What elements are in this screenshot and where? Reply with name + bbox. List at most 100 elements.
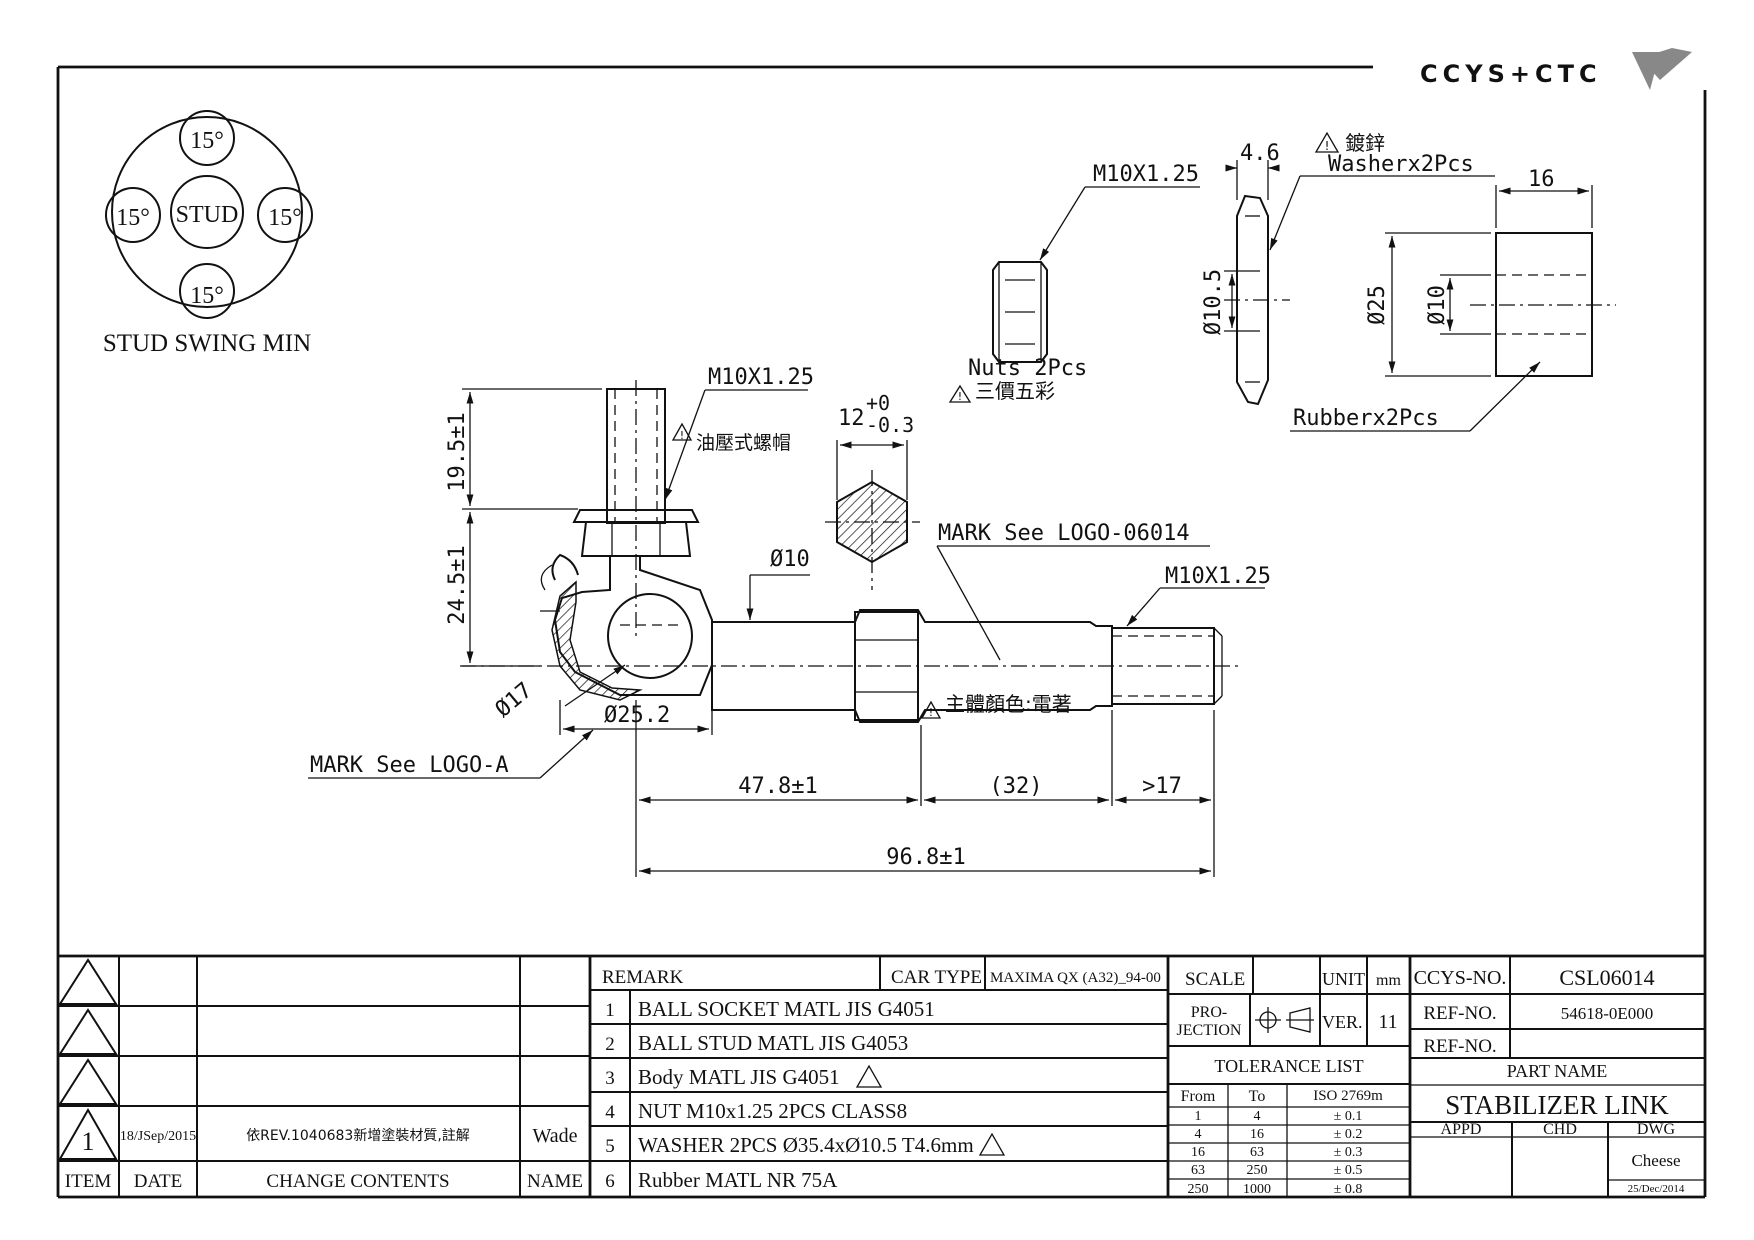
mark-logo-label: MARK See LOGO-06014	[938, 521, 1190, 546]
meta-table: SCALE UNIT mm PRO- JECTION VER. 11 TOLER…	[1168, 956, 1412, 1197]
swing-angle-top: 15°	[190, 128, 224, 154]
link-body-rod	[711, 609, 1113, 723]
tol-to: 63	[1250, 1145, 1264, 1160]
car-type-label: CAR TYPE	[891, 967, 982, 988]
main-dimensions: 19.5±1 24.5±1 M10X1.25 ! 油壓式螺帽 12 +0 -0.…	[308, 365, 1271, 877]
remark-no: 2	[605, 1034, 615, 1055]
scale-label: SCALE	[1185, 969, 1245, 990]
nut-thread-label: M10X1.25	[1093, 162, 1199, 187]
dim-hex-tol-dn: -0.3	[866, 413, 914, 437]
stud-label: STUD	[176, 202, 239, 228]
remark-text: Rubber MATL NR 75A	[638, 1168, 838, 1192]
swing-angle-left: 15°	[116, 205, 150, 231]
warning-icon	[855, 1064, 883, 1088]
tol-iso-header: ISO 2769m	[1313, 1088, 1383, 1104]
dim-height-upper: 19.5±1	[445, 412, 470, 491]
svg-text:!: !	[680, 429, 684, 442]
swing-angle-bottom: 15°	[190, 283, 224, 309]
revision-date: 18/JSep/2015	[120, 1129, 196, 1144]
tol-to-header: To	[1249, 1088, 1266, 1105]
rubber-qty-label: Rubberx2Pcs	[1293, 406, 1439, 431]
ccys-no-label: CCYS-NO.	[1414, 967, 1507, 989]
rubber-width: 16	[1528, 167, 1555, 192]
dim-length-1: 47.8±1	[738, 774, 817, 799]
remark-text: BALL STUD MATL JIS G4053	[638, 1031, 908, 1055]
washer-bore-diameter: Ø10.5	[1201, 269, 1226, 335]
swing-angle-right: 15°	[268, 205, 302, 231]
main-view	[460, 380, 1240, 723]
dim-rod-diameter: Ø10	[770, 547, 810, 572]
revision-marker-icon	[58, 1008, 118, 1055]
warning-icon	[978, 1132, 1006, 1156]
dim-total-length: 96.8±1	[886, 845, 965, 870]
warning-icon	[671, 422, 693, 441]
remark-text: Body MATL JIS G4051	[638, 1065, 840, 1089]
ref-no-label: REF-NO.	[1423, 1003, 1496, 1024]
rubber-detail: 16 Ø25 Ø10 Rubberx2Pcs	[1290, 167, 1616, 432]
warning-icon	[1314, 131, 1340, 153]
tol-value: ± 0.1	[1334, 1109, 1363, 1124]
warning-icon	[948, 384, 972, 403]
revision-contents: 依REV.1040683新增塗裝材質,註解	[246, 1127, 470, 1144]
projection-symbol-icon	[1255, 1007, 1314, 1033]
chd-label: CHD	[1543, 1121, 1577, 1138]
header-contents: CHANGE CONTENTS	[266, 1171, 449, 1192]
ref-no-value: 54618-0E000	[1561, 1004, 1654, 1023]
dim-thread-top: M10X1.25	[708, 365, 814, 390]
tol-from: 16	[1191, 1145, 1205, 1160]
washer-finish-note: 鍍鋅	[1345, 131, 1385, 155]
car-type-value: MAXIMA QX (A32)_94-00	[990, 970, 1161, 986]
nut-note: 油壓式螺帽	[696, 432, 791, 454]
ver-label: VER.	[1322, 1012, 1363, 1032]
tol-to: 16	[1250, 1127, 1264, 1142]
projection-label-1: PRO-	[1191, 1004, 1227, 1021]
socket-section-hatch	[551, 580, 643, 701]
remark-no: 3	[605, 1068, 615, 1089]
unit-label: UNIT	[1322, 969, 1365, 989]
washer-thickness: 4.6	[1240, 141, 1280, 166]
svg-text:!: !	[1325, 139, 1330, 153]
stud-nut-flange	[572, 509, 700, 523]
ref-no-label-2: REF-NO.	[1423, 1036, 1496, 1057]
mark-logo-a-label: MARK See LOGO-A	[310, 753, 509, 778]
nuts-qty-label: Nuts 2Pcs	[968, 356, 1087, 381]
brand-logo-text: CCYS+CTC	[1420, 60, 1602, 88]
header-name: NAME	[527, 1171, 583, 1192]
remark-no: 6	[605, 1171, 615, 1192]
dim-hex-width: 12	[838, 406, 865, 431]
svg-text:!: !	[958, 390, 962, 403]
part-name-label: PART NAME	[1507, 1061, 1607, 1081]
tol-to: 4	[1254, 1109, 1261, 1124]
washer-detail: 4.6 Ø10.5 Washerx2Pcs ! 鍍鋅	[1201, 131, 1495, 406]
ccys-no-value: CSL06014	[1559, 965, 1654, 990]
tolerance-title: TOLERANCE LIST	[1214, 1056, 1363, 1076]
revision-name: Wade	[532, 1125, 577, 1147]
brand-mark-icon	[1632, 48, 1692, 90]
nut-finish-note: 三價五彩	[975, 379, 1055, 403]
swing-title: STUD SWING MIN	[103, 330, 311, 357]
tol-value: ± 0.2	[1334, 1127, 1363, 1142]
remark-no: 4	[605, 1102, 615, 1123]
svg-text:!: !	[929, 706, 933, 719]
revision-table: 1 18/JSep/2015 依REV.1040683新增塗裝材質,註解 Wad…	[58, 956, 592, 1197]
title-block: 1 18/JSep/2015 依REV.1040683新增塗裝材質,註解 Wad…	[58, 954, 1705, 1197]
remark-label: REMARK	[602, 967, 684, 988]
tol-to: 1000	[1243, 1182, 1271, 1197]
ball-joint	[607, 593, 693, 679]
nut-detail: M10X1.25 Nuts 2Pcs ! 三價五彩	[948, 162, 1200, 403]
drawn-date: 25/Dec/2014	[1628, 1183, 1685, 1195]
tol-from: 4	[1195, 1127, 1202, 1142]
drawn-by: Cheese	[1631, 1151, 1680, 1170]
body-color-note: 主體顏色:電著	[945, 692, 1072, 716]
rod-hex	[854, 611, 919, 721]
remark-text: WASHER 2PCS Ø35.4xØ10.5 T4.6mm	[638, 1133, 974, 1157]
dim-socket-diameter: Ø25.2	[604, 703, 670, 728]
stud-swing-diagram: STUD 15° 15° 15° 15° STUD SWING MIN	[103, 110, 313, 357]
tol-from: 1	[1195, 1109, 1202, 1124]
washer-qty-label: Washerx2Pcs	[1328, 152, 1474, 177]
rubber-inner-diameter: Ø10	[1425, 285, 1450, 325]
rubber-outer-diameter: Ø25	[1365, 285, 1390, 325]
stud-nut	[580, 521, 692, 557]
header-date: DATE	[134, 1171, 183, 1192]
